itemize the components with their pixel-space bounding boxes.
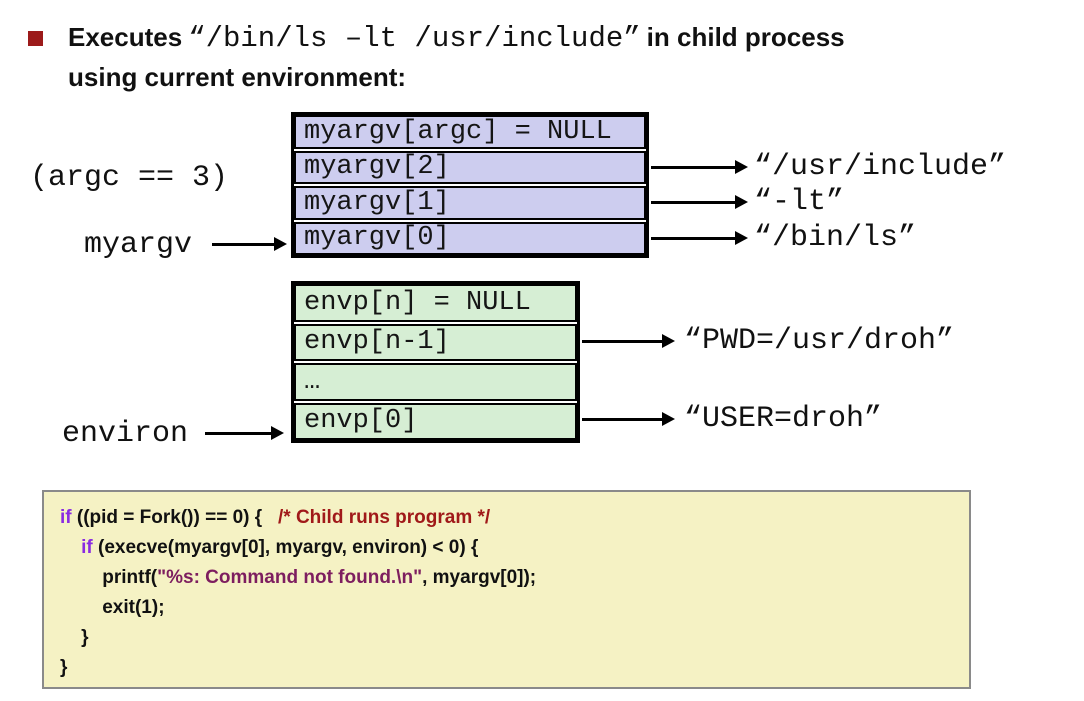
keyword-if: if (60, 507, 72, 528)
code-line-5: } (60, 627, 89, 648)
argc-note: (argc == 3) (30, 161, 229, 195)
myargv0-arrow (651, 231, 748, 245)
envp-string-user: “USER=droh” (684, 402, 883, 436)
myargv-null-cell: myargv[argc] = NULL (294, 115, 646, 149)
envp-null-cell: envp[n] = NULL (294, 284, 577, 322)
envp-string-pwd: “PWD=/usr/droh” (684, 324, 955, 358)
myargv-1-cell: myargv[1] (294, 186, 646, 220)
argv-string-lt: “-lt” (754, 185, 845, 219)
myargv-pointer-label: myargv (84, 228, 193, 262)
envp-0-cell: envp[0] (294, 402, 577, 440)
myargv1-arrow (651, 195, 748, 209)
title-prefix: Executes (68, 22, 183, 52)
myargv2-arrow (651, 160, 748, 174)
argv-string-bin-ls: “/bin/ls” (754, 221, 917, 255)
keyword-if: if (81, 537, 93, 558)
envp-0-arrow (582, 412, 675, 426)
envp-array-table: envp[n] = NULL envp[n-1] … envp[0] (291, 281, 580, 443)
environ-pointer-label: environ (62, 417, 189, 451)
string-literal: "%s: Command not found.\n" (157, 567, 423, 588)
code-line-6: } (60, 657, 68, 678)
slide-title-line2: using current environment: (68, 62, 407, 92)
slide-title-line1: Executes“/bin/ls –lt /usr/include”in chi… (68, 22, 845, 55)
envp-ellipsis-cell: … (294, 363, 577, 401)
environ-pointer-arrow (205, 426, 284, 440)
code-line-1: if ((pid = Fork()) == 0) { /* Child runs… (60, 507, 491, 528)
code-line-3: printf("%s: Command not found.\n", myarg… (60, 567, 537, 588)
myargv-pointer-arrow (212, 237, 287, 251)
myargv-array-table: myargv[argc] = NULL myargv[2] myargv[1] … (291, 112, 649, 258)
bullet-marker (28, 31, 43, 46)
envp-n1-arrow (582, 334, 675, 348)
code-snippet-box: if ((pid = Fork()) == 0) { /* Child runs… (42, 490, 971, 689)
code-comment: /* Child runs program */ (278, 507, 491, 528)
title-suffix: in child process (646, 22, 845, 52)
title-command: “/bin/ls –lt /usr/include” (188, 22, 641, 55)
code-line-2: if (execve(myargv[0], myargv, environ) <… (81, 537, 479, 558)
envp-n1-cell: envp[n-1] (294, 323, 577, 361)
argv-string-usr-include: “/usr/include” (754, 150, 1007, 184)
code-line-4: exit(1); (60, 597, 165, 618)
myargv-0-cell: myargv[0] (294, 221, 646, 255)
myargv-2-cell: myargv[2] (294, 150, 646, 184)
